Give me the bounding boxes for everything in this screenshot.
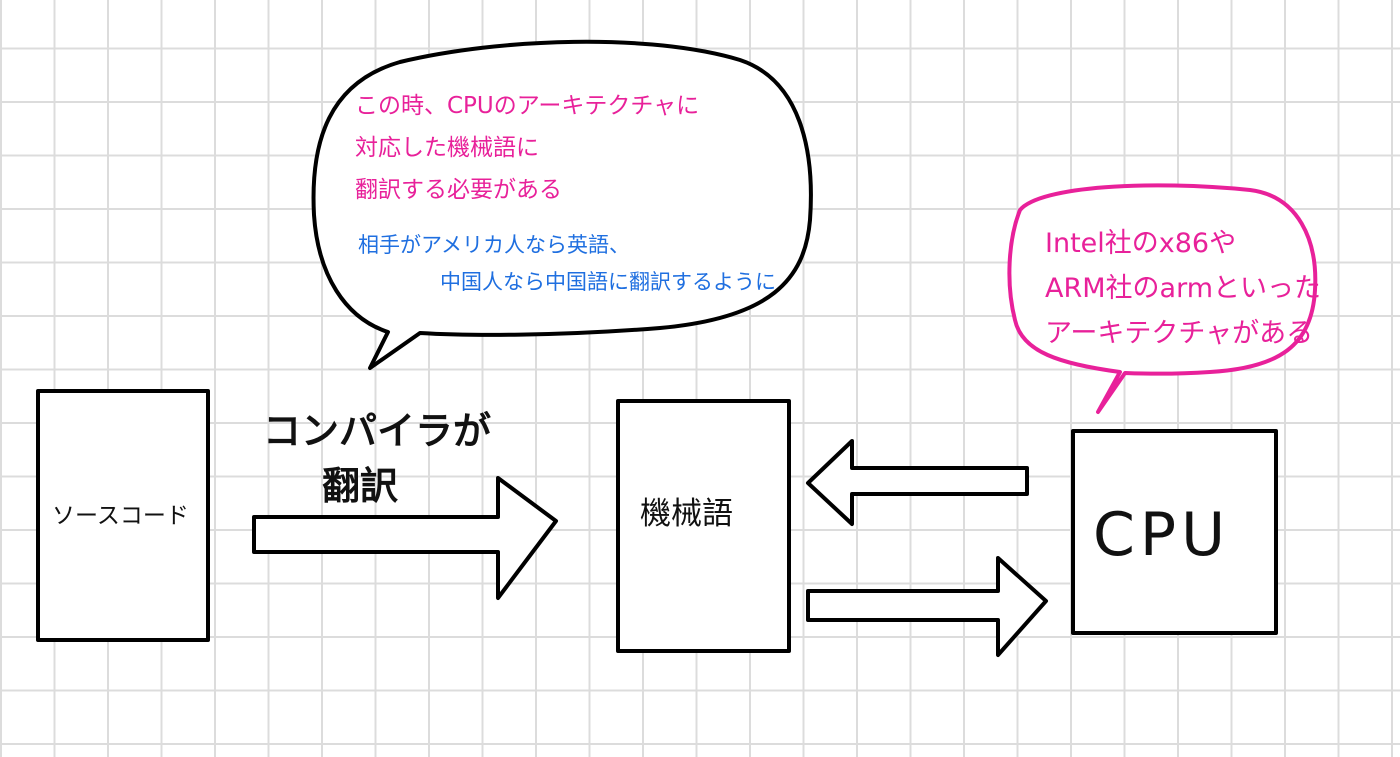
source-code-label: ソースコード xyxy=(52,503,189,529)
source-code-box xyxy=(36,389,210,642)
compile-arrow xyxy=(252,476,558,600)
machine-code-to-cpu-arrow xyxy=(806,556,1048,657)
cpu-callout-bubble xyxy=(1007,183,1318,414)
cpu-callout-line3: アーキテクチャがある xyxy=(1045,318,1314,349)
cpu-callout-line2: ARM社のarmといった xyxy=(1045,273,1321,304)
compile-label-line2: 翻訳 xyxy=(322,464,399,508)
compile-callout-line2: 対応した機械語に xyxy=(355,135,539,161)
compile-callout-line1: この時、CPUのアーキテクチャに xyxy=(355,93,700,119)
machine-code-label: 機械語 xyxy=(640,496,733,532)
compile-callout-note-line2: 中国人なら中国語に翻訳するように xyxy=(440,270,776,294)
cpu-label: CPU xyxy=(1093,500,1230,570)
machine-code-box xyxy=(616,399,791,653)
compile-callout-bubble xyxy=(311,39,813,370)
cpu-to-machine-code-arrow xyxy=(806,439,1029,526)
compile-callout-note-line1: 相手がアメリカ人なら英語、 xyxy=(358,233,630,257)
cpu-box xyxy=(1071,429,1278,635)
cpu-callout-line1: Intel社のx86や xyxy=(1045,228,1237,259)
compile-label-line1: コンパイラが xyxy=(263,409,492,453)
compile-callout-line3: 翻訳する必要がある xyxy=(355,177,562,203)
